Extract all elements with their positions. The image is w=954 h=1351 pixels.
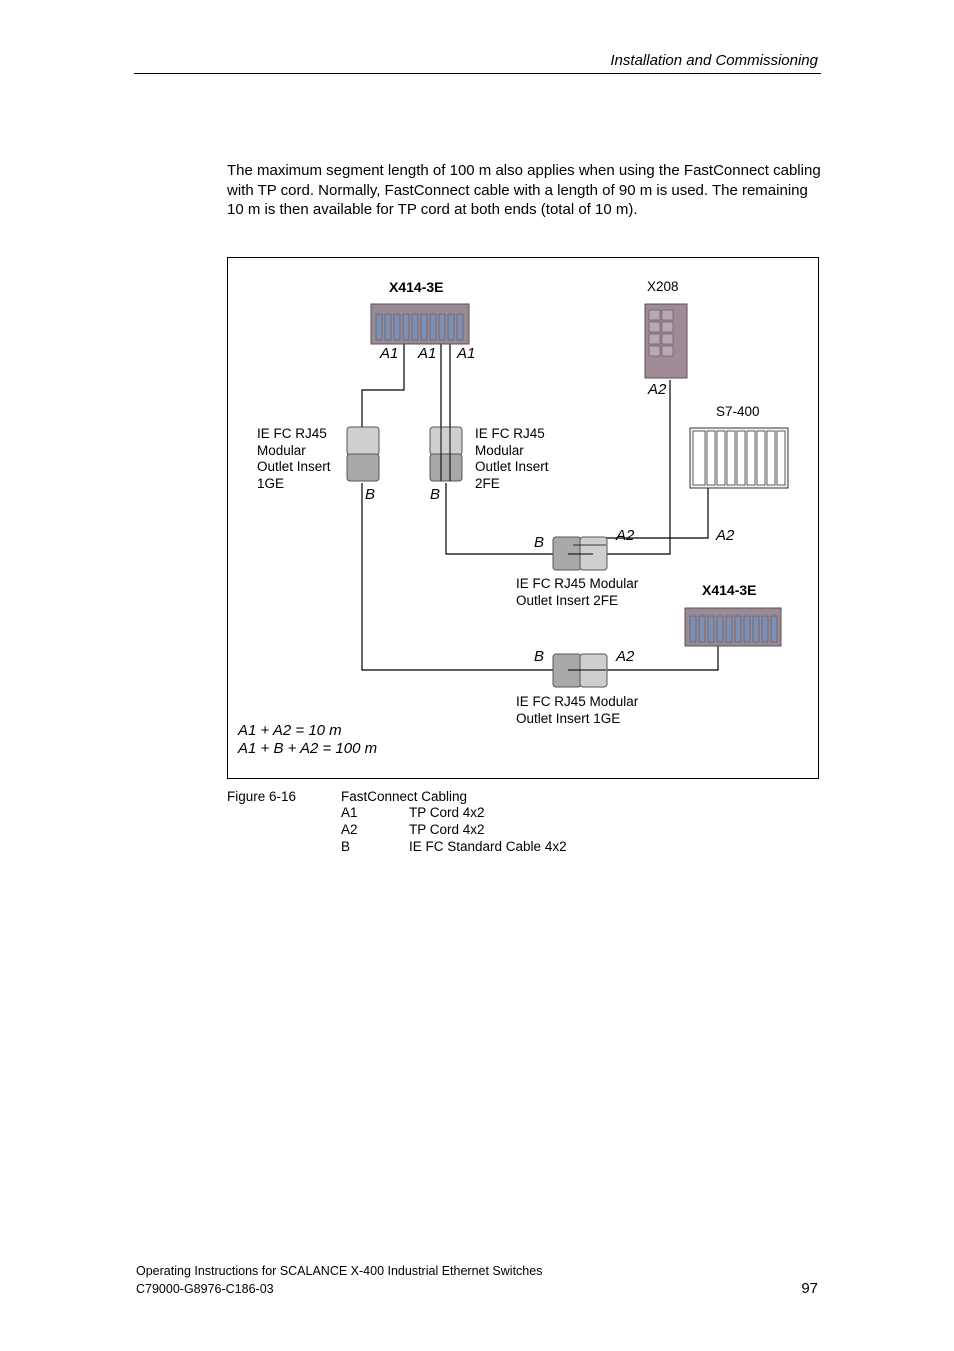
label-b: B: [430, 486, 441, 503]
label-b: B: [365, 486, 376, 503]
outlet-1ge-left-label: IE FC RJ45 Modular Outlet Insert 1GE: [257, 426, 331, 491]
x414-3e-bottom-switch: [684, 607, 782, 647]
cable-b-1ge: [361, 483, 568, 671]
cable-b-2fe: [445, 483, 568, 555]
label-a2: A2: [616, 648, 635, 665]
intro-paragraph: The maximum segment length of 100 m also…: [227, 162, 821, 218]
label-a2: A2: [648, 381, 667, 398]
equation-1: A1 + A2 = 10 m: [238, 722, 342, 739]
x208-switch: [644, 303, 688, 379]
switch-top-label: X414-3E: [389, 279, 444, 295]
caption-title: FastConnect Cabling: [341, 789, 468, 804]
figure-frame: X414-3E X208 S7-400 X414-3E A1 A1 A1 A2 …: [227, 257, 819, 779]
label-b: B: [534, 534, 545, 551]
outlet-1ge-horizontal: [552, 653, 608, 688]
label-a1: A1: [457, 345, 476, 362]
cable-a2-s7: [593, 486, 709, 539]
legend-value: TP Cord 4x2: [409, 822, 485, 837]
cable-a2-x414: [593, 646, 719, 671]
running-header: Installation and Commissioning: [610, 52, 818, 69]
label-a2: A2: [616, 527, 635, 544]
outlet-2fe-vertical: [429, 426, 463, 482]
x208-label: X208: [647, 279, 679, 294]
cable-a2-x208: [593, 380, 671, 555]
label-b: B: [534, 648, 545, 665]
label-a2: A2: [716, 527, 735, 544]
label-a1: A1: [380, 345, 399, 362]
legend-value: TP Cord 4x2: [409, 805, 485, 820]
outlet-2fe-horizontal: [552, 536, 608, 571]
outlet-2fe-mid-label: IE FC RJ45 Modular Outlet Insert 2FE: [516, 576, 639, 608]
equation-2: A1 + B + A2 = 100 m: [238, 740, 378, 757]
caption-number: Figure 6-16: [227, 789, 297, 804]
legend-key: A2: [341, 822, 358, 837]
cable-a1-left: [361, 332, 405, 428]
footer-document-number: C79000-G8976-C186-03: [136, 1282, 274, 1296]
page-number: 97: [801, 1280, 818, 1297]
legend-key: B: [341, 839, 351, 854]
outlet-2fe-left-label: IE FC RJ45 Modular Outlet Insert 2FE: [475, 426, 549, 491]
cabling-diagram: [346, 303, 789, 688]
switch-bottom-label: X414-3E: [702, 582, 757, 598]
label-a1: A1: [418, 345, 437, 362]
footer-document-title: Operating Instructions for SCALANCE X-40…: [136, 1264, 543, 1278]
outlet-1ge-mid-label: IE FC RJ45 Modular Outlet Insert 1GE: [516, 694, 639, 726]
legend-value: IE FC Standard Cable 4x2: [409, 839, 567, 854]
cables: [361, 332, 719, 671]
outlet-1ge-vertical: [346, 426, 380, 482]
s7-label: S7-400: [716, 404, 760, 419]
header-rule: [134, 73, 821, 74]
x414-3e-top-switch: [370, 303, 470, 345]
s7-400-rack: [689, 427, 789, 489]
legend-key: A1: [341, 805, 358, 820]
